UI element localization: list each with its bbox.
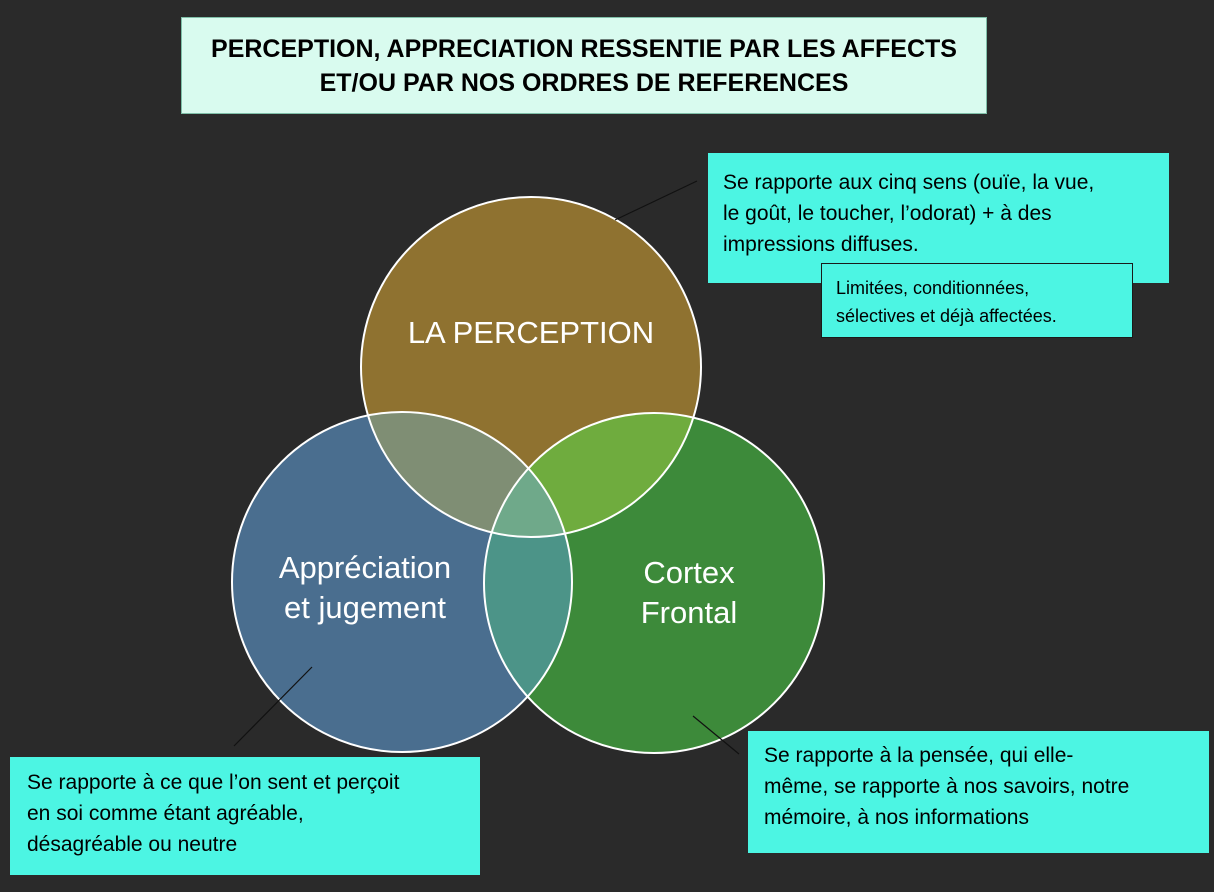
cortex-label-line-2: Frontal bbox=[640, 595, 738, 630]
connector-perception bbox=[614, 180, 698, 221]
outline-cortex bbox=[483, 412, 825, 754]
diagram-title: PERCEPTION, APPRECIATION RESSENTIE PAR L… bbox=[181, 17, 987, 114]
appreciation-label-line-2: et jugement bbox=[284, 590, 446, 625]
title-line-2: ET/OU PAR NOS ORDRES DE REFERENCES bbox=[319, 68, 849, 97]
note-appreciation-line-2: en soi comme étant agréable, bbox=[27, 802, 304, 825]
outline-appreciation bbox=[231, 411, 573, 753]
perception-label-text: LA PERCEPTION bbox=[407, 315, 655, 350]
perception-label: LA PERCEPTION bbox=[381, 313, 681, 353]
note-cortex-line-2: même, se rapporte à nos savoirs, notre bbox=[764, 775, 1130, 798]
note-cortex-line-3: mémoire, à nos informations bbox=[764, 806, 1029, 829]
cortex-label: Cortex Frontal bbox=[589, 553, 789, 633]
overlap-perception-cortex bbox=[484, 413, 701, 537]
appreciation-label-line-1: Appréciation bbox=[278, 550, 452, 585]
note-appreciation-line-1: Se rapporte à ce que l’on sent et perçoi… bbox=[27, 771, 400, 794]
title-line-1: PERCEPTION, APPRECIATION RESSENTIE PAR L… bbox=[211, 34, 957, 63]
overlap-perception-appreciation bbox=[361, 412, 572, 537]
note-perception-line-3: impressions diffuses. bbox=[723, 233, 919, 256]
cortex-label-line-1: Cortex bbox=[643, 555, 735, 590]
appreciation-label: Appréciation et jugement bbox=[240, 548, 490, 628]
connector-appreciation bbox=[233, 666, 313, 747]
note-cortex-line-1: Se rapporte à la pensée, qui elle- bbox=[764, 744, 1074, 767]
note-perception-sub-line-1: Limitées, conditionnées, bbox=[836, 278, 1030, 298]
note-appreciation: Se rapporte à ce que l’on sent et perçoi… bbox=[10, 757, 480, 875]
connector-cortex bbox=[692, 715, 740, 755]
note-perception-line-2: le goût, le toucher, l’odorat) + à des bbox=[723, 202, 1052, 225]
note-perception-sub: Limitées, conditionnées, sélectives et d… bbox=[821, 263, 1133, 338]
note-cortex: Se rapporte à la pensée, qui elle- même,… bbox=[748, 731, 1209, 853]
note-appreciation-line-3: désagréable ou neutre bbox=[27, 833, 238, 856]
outline-perception bbox=[360, 196, 702, 538]
note-perception-sub-line-2: sélectives et déjà affectées. bbox=[836, 306, 1057, 326]
note-perception-line-1: Se rapporte aux cinq sens (ouïe, la vue, bbox=[723, 171, 1095, 194]
note-perception: Se rapporte aux cinq sens (ouïe, la vue,… bbox=[708, 153, 1169, 283]
